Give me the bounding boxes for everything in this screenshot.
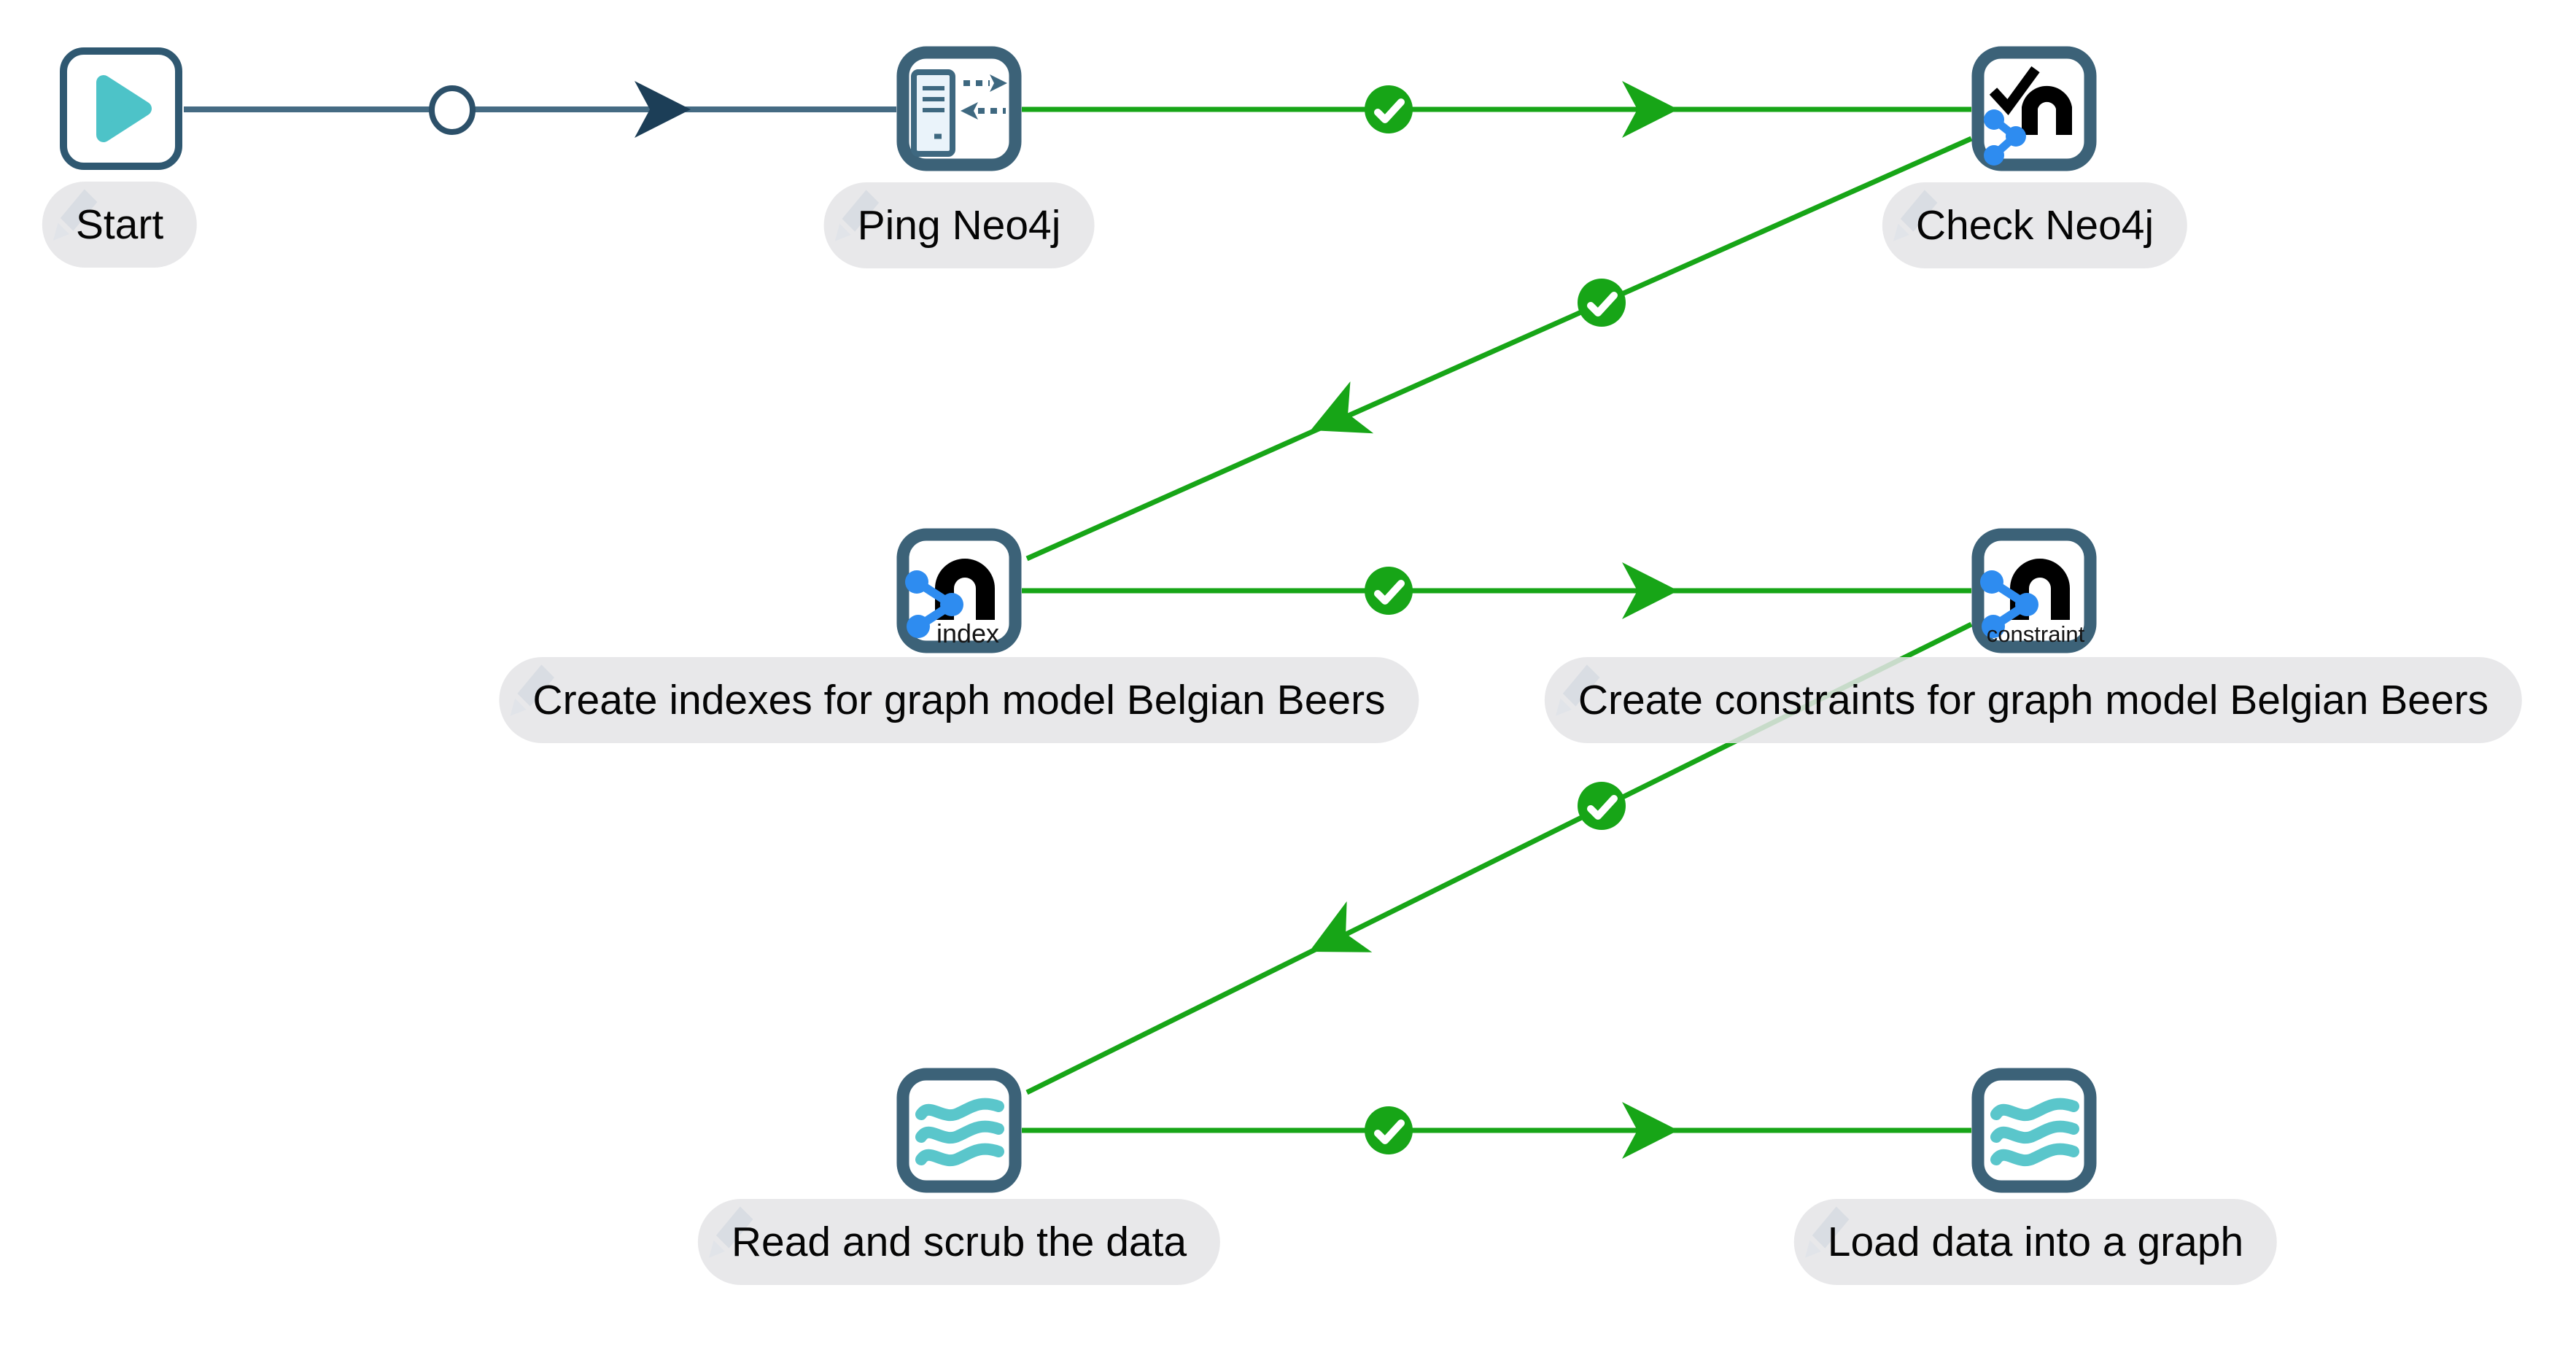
workflow-action-load-graph[interactable] (1971, 1068, 2097, 1193)
label-text: Create indexes for graph model Belgian B… (532, 677, 1386, 723)
icon-caption-index: index (936, 618, 999, 648)
label-ping-neo4j[interactable]: Ping Neo4j (823, 182, 1095, 268)
label-check-neo4j[interactable]: Check Neo4j (1882, 182, 2188, 268)
edit-pencil-ghost-icon (53, 189, 98, 241)
workflow-action-start[interactable] (58, 46, 184, 171)
unconditional-circle-icon[interactable] (429, 85, 476, 135)
edit-pencil-ghost-icon (1555, 664, 1600, 716)
success-check-icon[interactable] (1365, 85, 1413, 133)
success-check-icon[interactable] (1365, 1106, 1413, 1154)
arrow-icon (1299, 381, 1374, 457)
label-text: Start (75, 201, 164, 248)
workflow-action-create-indexes[interactable]: index (896, 528, 1022, 653)
label-text: Ping Neo4j (857, 202, 1061, 249)
hop-indexes-to-constraints[interactable] (1022, 562, 1971, 619)
label-text: Create constraints for graph model Belgi… (1578, 677, 2489, 723)
pipeline-waves-icon (896, 1068, 1022, 1193)
success-check-icon[interactable] (1578, 782, 1626, 830)
edit-pencil-ghost-icon (1893, 190, 1938, 241)
label-text: Load data into a graph (1827, 1219, 2244, 1265)
start-play-icon (60, 47, 182, 170)
workflow-action-ping-neo4j[interactable] (896, 46, 1022, 171)
label-read-scrub[interactable]: Read and scrub the data (697, 1199, 1221, 1285)
workflow-action-create-constraints[interactable]: constraint (1971, 528, 2097, 653)
label-text: Check Neo4j (1915, 202, 2154, 249)
success-check-icon[interactable] (1578, 279, 1626, 327)
edit-pencil-ghost-icon (708, 1206, 753, 1258)
label-load-graph[interactable]: Load data into a graph (1793, 1199, 2278, 1285)
hop-ping-to-check[interactable] (1022, 81, 1971, 138)
label-create-constraints[interactable]: Create constraints for graph model Belgi… (1544, 657, 2523, 743)
success-check-icon[interactable] (1365, 567, 1413, 615)
neo4j-constraint-icon: constraint (1971, 528, 2097, 653)
label-start[interactable]: Start (42, 182, 198, 268)
hop-read-to-load[interactable] (1022, 1102, 1971, 1159)
hop-check-to-indexes[interactable] (1025, 136, 1973, 562)
edit-pencil-ghost-icon (834, 190, 880, 241)
hop-start-to-ping[interactable] (184, 81, 896, 138)
arrow-icon (1296, 901, 1373, 977)
server-ping-icon (896, 46, 1022, 171)
pipeline-waves-icon (1971, 1068, 2097, 1193)
neo4j-check-icon (1971, 46, 2097, 171)
label-text: Read and scrub the data (731, 1219, 1187, 1265)
workflow-action-read-scrub[interactable] (896, 1068, 1022, 1193)
workflow-action-check-neo4j[interactable] (1971, 46, 2097, 171)
edit-pencil-ghost-icon (1804, 1206, 1850, 1258)
hop-line[interactable] (1025, 136, 1973, 562)
neo4j-index-icon: index (896, 528, 1022, 653)
icon-caption-constraint: constraint (1987, 621, 2085, 647)
label-create-indexes[interactable]: Create indexes for graph model Belgian B… (499, 657, 1419, 743)
edit-pencil-ghost-icon (510, 664, 555, 716)
